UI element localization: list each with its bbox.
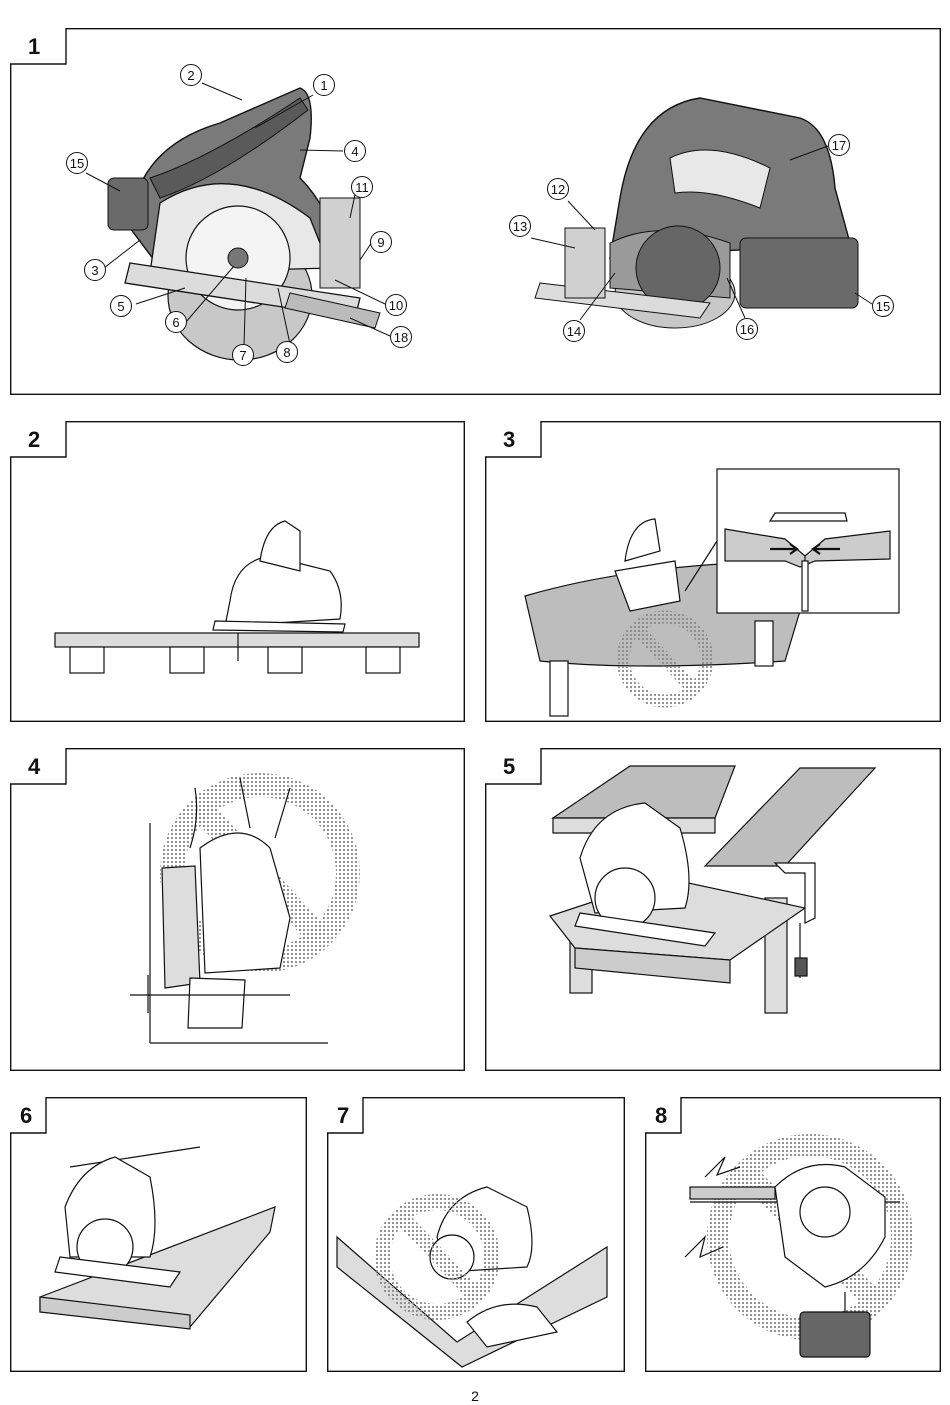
callout-13: 13 (509, 215, 531, 237)
figure-1-frame (10, 28, 941, 395)
figure-5: 5 (485, 748, 941, 1071)
callout-5: 5 (110, 295, 132, 317)
figure-8-number: 8 (655, 1103, 668, 1128)
figure-8: 8 (645, 1097, 941, 1372)
callout-17: 17 (828, 134, 850, 156)
figure-5-frame (485, 748, 941, 1071)
figure-3-number: 3 (503, 427, 516, 452)
callout-8: 8 (276, 341, 298, 363)
callout-11: 11 (351, 176, 373, 198)
figure-4-number: 4 (28, 754, 41, 779)
callout-9: 9 (370, 231, 392, 253)
callout-10: 10 (385, 294, 407, 316)
figure-2-number: 2 (28, 427, 41, 452)
callout-6: 6 (165, 311, 187, 333)
figure-5-number: 5 (503, 754, 516, 779)
figure-6-number: 6 (20, 1103, 33, 1128)
saw-on-clamped-workbench-illustration (549, 765, 877, 1014)
page-number: 2 (471, 1388, 479, 1404)
callout-leaders (85, 82, 873, 347)
callout-2: 2 (180, 64, 202, 86)
callout-18: 18 (390, 326, 412, 348)
callout-7: 7 (232, 344, 254, 366)
circular-saw-front-illustration (107, 87, 381, 361)
callout-14: 14 (563, 320, 585, 342)
figure-3-frame (485, 421, 941, 722)
figure-6: 6 (10, 1097, 307, 1372)
callout-3: 3 (84, 259, 106, 281)
prohibited-sign (374, 1194, 500, 1320)
figure-4-frame (10, 748, 465, 1071)
saw-in-vise-illustration (684, 1156, 900, 1358)
figure-3: 3 (485, 421, 941, 722)
callout-15-left: 15 (66, 152, 88, 174)
circular-saw-rear-illustration (534, 97, 859, 329)
figure-1: 1 1 2 3 4 5 6 7 8 9 10 11 12 13 14 15 15… (10, 28, 941, 395)
figure-7-number: 7 (337, 1103, 350, 1128)
figure-8-frame (645, 1097, 941, 1372)
figure-7-frame (327, 1097, 625, 1372)
callout-1: 1 (313, 74, 335, 96)
saw-on-supported-board-illustration (54, 520, 420, 674)
callout-16: 16 (736, 318, 758, 340)
figure-1-number: 1 (28, 34, 41, 59)
callout-12: 12 (547, 178, 569, 200)
figure-4: 4 (10, 748, 465, 1071)
figure-7: 7 (327, 1097, 625, 1372)
saw-top-view-illustration (130, 777, 328, 1044)
callout-4: 4 (344, 140, 366, 162)
figure-6-frame (10, 1097, 307, 1372)
figure-2: 2 (10, 421, 465, 722)
saw-on-panel-edge-illustration (39, 1146, 276, 1330)
detail-inset (684, 468, 900, 614)
prohibited-sign (616, 610, 714, 708)
callout-15-right: 15 (872, 295, 894, 317)
figure-2-frame (10, 421, 465, 722)
